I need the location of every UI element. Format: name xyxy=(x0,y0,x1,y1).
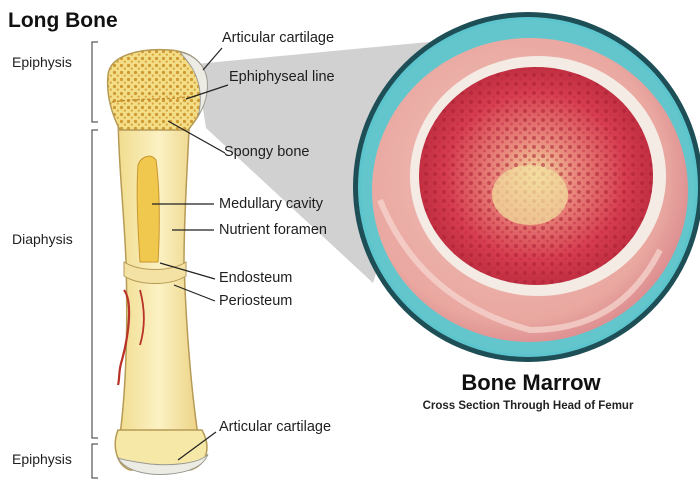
label-endosteum: Endosteum xyxy=(219,271,292,286)
region-diaphysis: Diaphysis xyxy=(12,232,73,246)
label-nutrient-foramen: Nutrient foramen xyxy=(219,223,327,238)
region-epiphysis-bottom: Epiphysis xyxy=(12,452,72,466)
bone-marrow-title: Bone Marrow xyxy=(401,372,661,394)
page-title: Long Bone xyxy=(8,10,118,31)
region-brackets xyxy=(92,42,98,478)
long-bone-illustration xyxy=(108,50,208,475)
label-epiphyseal-line: Ephiphyseal line xyxy=(229,70,335,85)
bone-marrow-subtitle: Cross Section Through Head of Femur xyxy=(378,401,678,413)
label-medullary-cavity: Medullary cavity xyxy=(219,197,323,212)
label-articular-cartilage-bottom: Articular cartilage xyxy=(219,420,331,435)
region-epiphysis-top: Epiphysis xyxy=(12,55,72,69)
label-periosteum: Periosteum xyxy=(219,294,292,309)
label-articular-cartilage-top: Articular cartilage xyxy=(222,31,334,46)
label-spongy-bone: Spongy bone xyxy=(224,145,309,160)
